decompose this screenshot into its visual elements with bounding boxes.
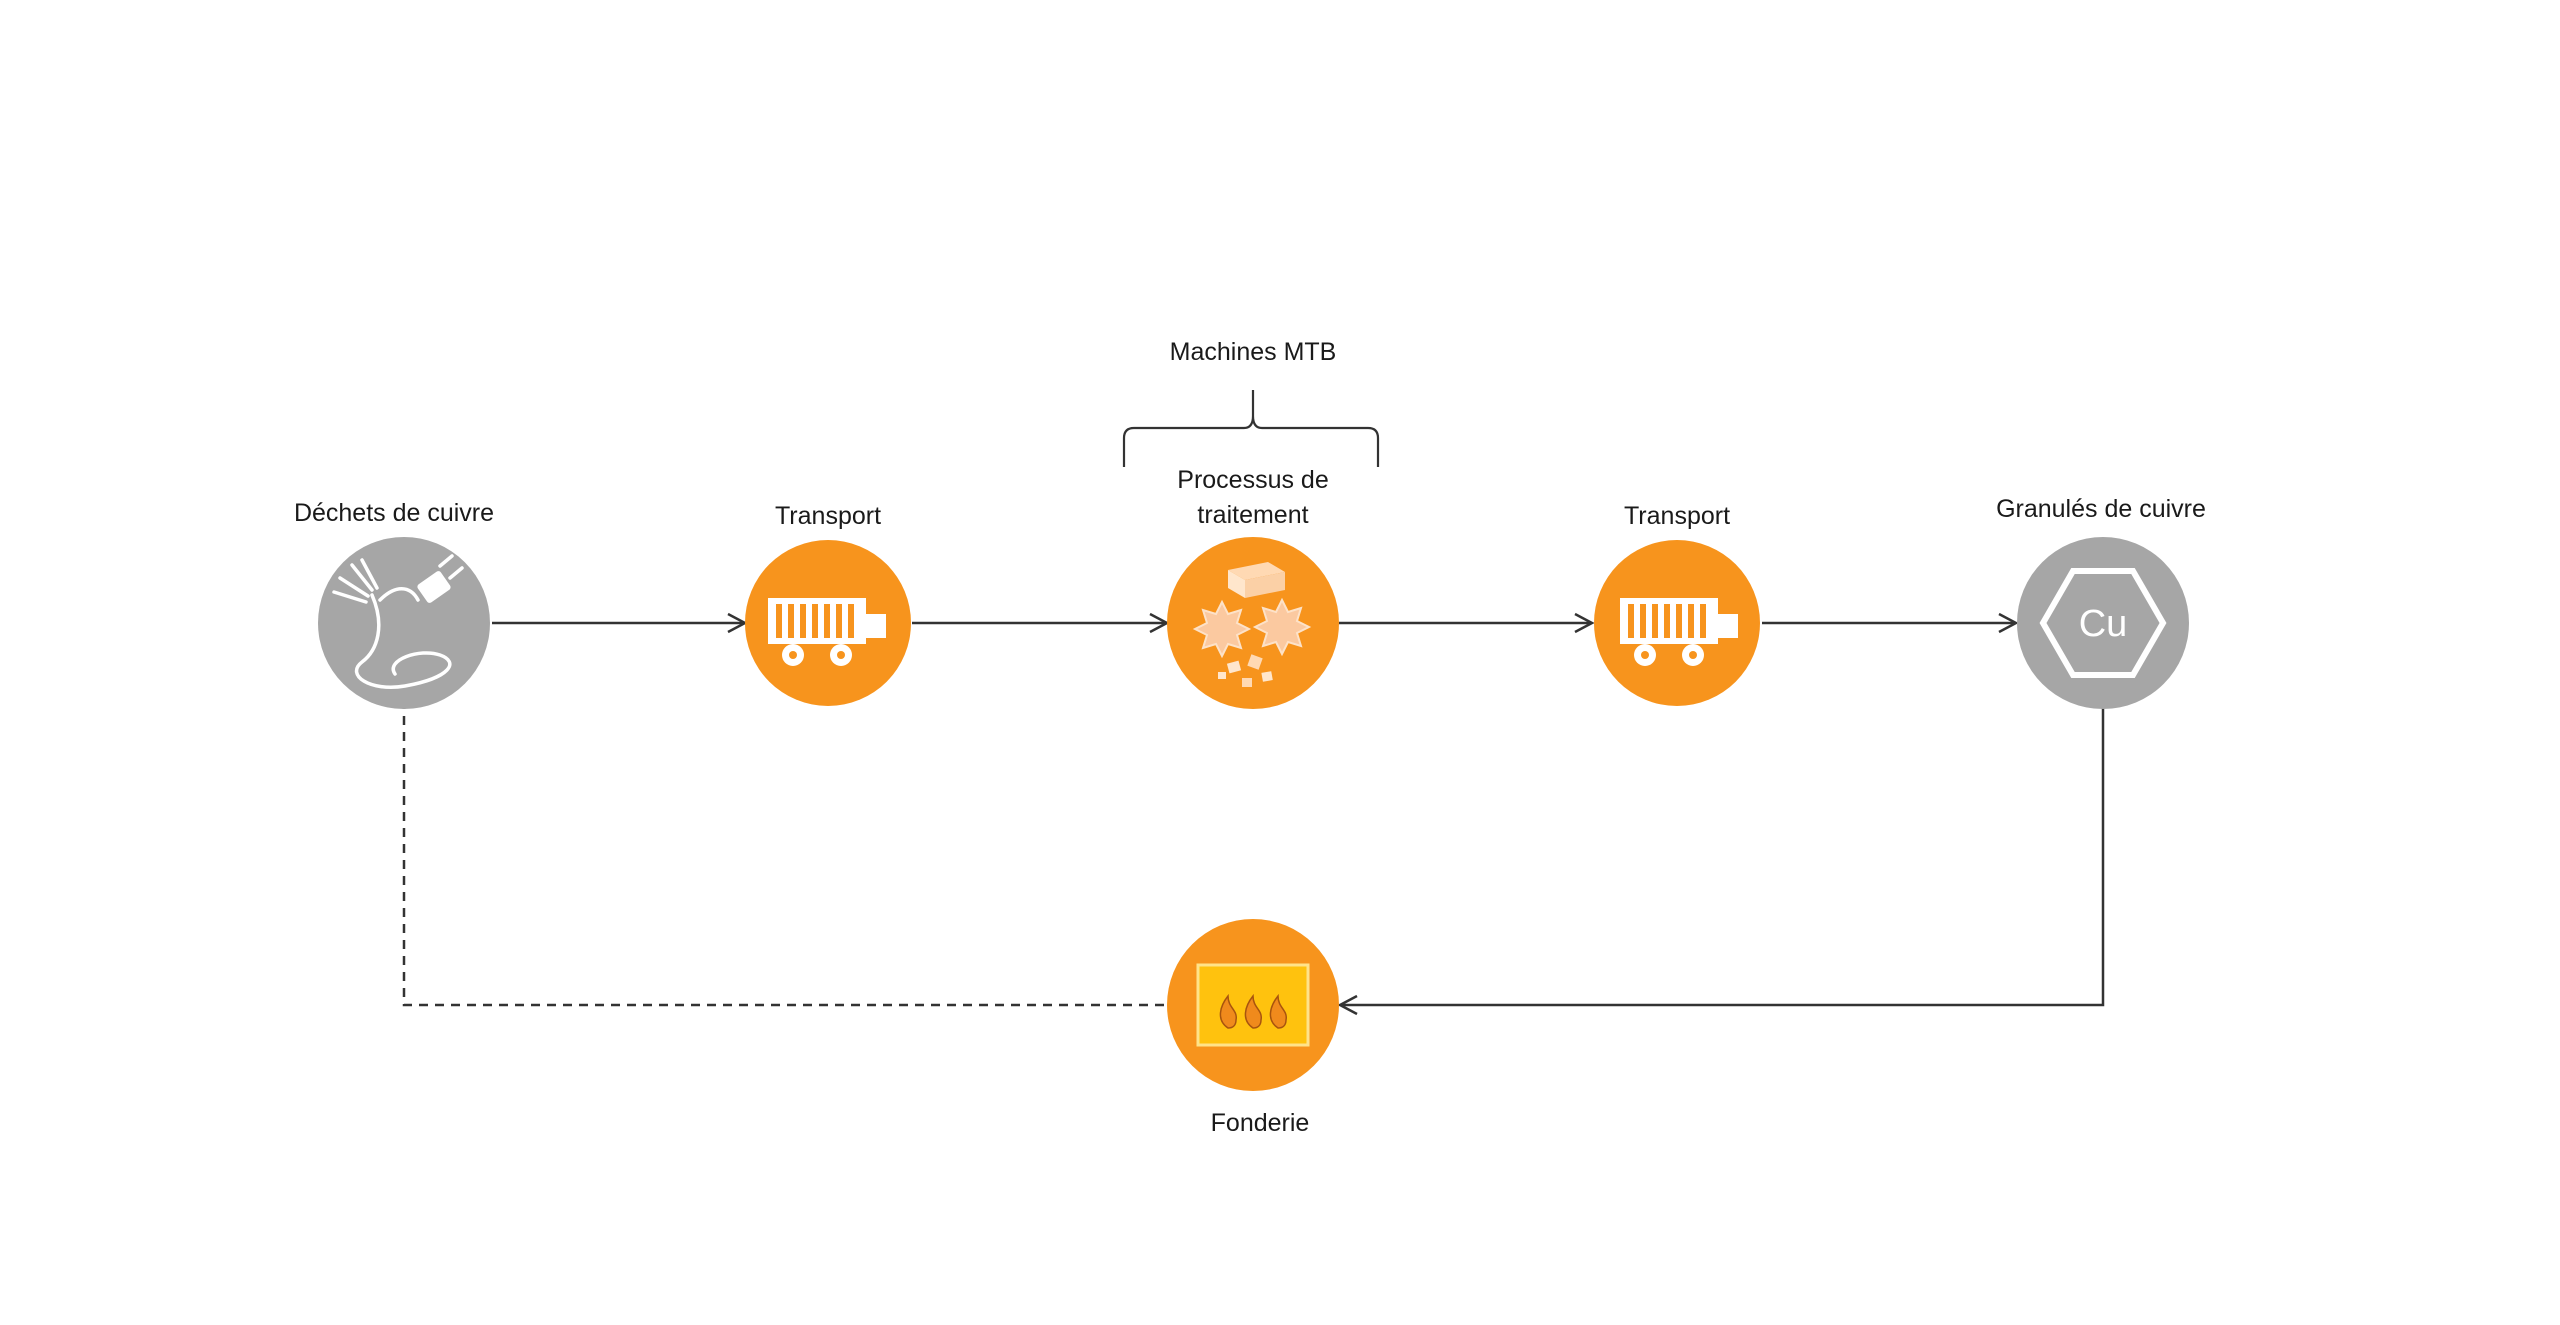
copper-hexagon-icon: Cu xyxy=(2039,568,2167,678)
node-foundry: Fonderie xyxy=(1167,919,1339,1137)
copper-symbol: Cu xyxy=(2079,603,2128,645)
cable-plug-icon xyxy=(332,554,464,689)
flow-edges xyxy=(402,612,2105,1016)
truck-icon xyxy=(768,598,886,666)
node-circle xyxy=(2017,537,2189,709)
group-label: Machines MTB xyxy=(1170,338,1337,366)
edge-granules-to-foundry xyxy=(1337,708,2105,1016)
furnace-icon xyxy=(1196,963,1310,1047)
node-label: Granulés de cuivre xyxy=(1996,495,2206,523)
machines-mtb-group: Machines MTB xyxy=(1122,338,1380,467)
node-transport-1: Transport xyxy=(745,502,911,706)
shredder-icon xyxy=(1192,562,1312,687)
group-brace xyxy=(1122,390,1380,467)
node-label-line1: Processus de xyxy=(1177,466,1328,494)
node-label: Transport xyxy=(775,502,881,530)
node-circle xyxy=(1167,537,1339,709)
node-copper-waste: Déchets de cuivre xyxy=(294,499,494,709)
truck-icon xyxy=(1620,598,1738,666)
node-circle xyxy=(318,537,490,709)
node-processing: Processus de traitement xyxy=(1167,466,1339,709)
node-label-line2: traitement xyxy=(1197,501,1308,529)
node-label: Transport xyxy=(1624,502,1730,530)
node-label: Fonderie xyxy=(1211,1109,1310,1137)
node-transport-2: Transport xyxy=(1594,502,1760,706)
node-label: Déchets de cuivre xyxy=(294,499,494,527)
gear-left xyxy=(1192,599,1252,659)
node-copper-granules: Granulés de cuivre Cu xyxy=(1996,495,2206,709)
gear-right xyxy=(1252,597,1312,657)
edge-foundry-to-waste-dashed xyxy=(402,708,1164,1007)
